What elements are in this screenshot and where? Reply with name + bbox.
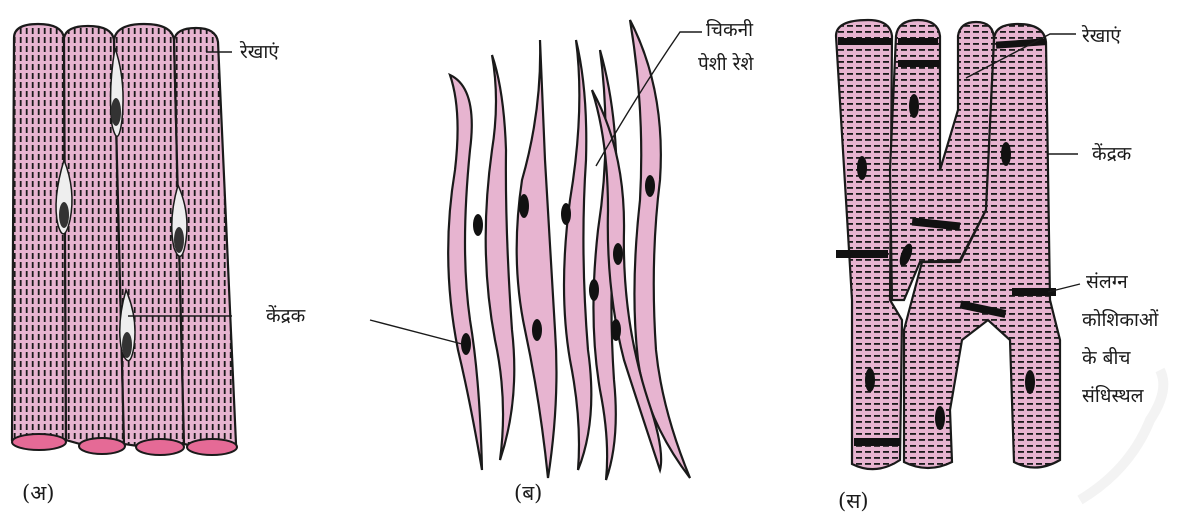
skeletal-fiber-1 xyxy=(12,24,66,445)
intercalated-disc-9 xyxy=(854,438,900,446)
cardiac-nucleus-1 xyxy=(909,94,919,118)
label-striations-c: रेखाएं xyxy=(1082,24,1122,47)
cardiac-muscle-panel: रेखाएं केंद्रक संलग्न कोशिकाओं के बीच सं… xyxy=(836,20,1159,513)
label-junction-line3: के बीच xyxy=(1082,346,1131,369)
smooth-nucleus-7 xyxy=(613,243,623,265)
fiber-end-4 xyxy=(187,439,237,455)
fiber-end-2 xyxy=(79,438,125,454)
smooth-fiber-1 xyxy=(448,75,482,470)
intercalated-disc-5 xyxy=(836,250,888,258)
smooth-nucleus-8 xyxy=(645,175,655,197)
cardiac-nucleus-5 xyxy=(865,368,875,392)
smooth-nucleus-6 xyxy=(589,279,599,301)
fiber-end-3 xyxy=(136,439,184,455)
smooth-fiber-3 xyxy=(517,40,557,478)
caption-a: (अ) xyxy=(22,481,54,505)
label-junction-line1: संलग्न xyxy=(1086,271,1128,293)
cardiac-nucleus-7 xyxy=(1025,370,1035,394)
intercalated-disc-1 xyxy=(838,38,892,45)
label-smooth-line1: चिकनी xyxy=(706,18,754,41)
smooth-nucleus-1 xyxy=(461,333,471,355)
smooth-nucleus-5 xyxy=(561,203,571,225)
smooth-nucleus-4 xyxy=(532,319,542,341)
cardiac-nucleus-2 xyxy=(857,156,867,180)
label-junction-line2: कोशिकाओं xyxy=(1082,308,1159,331)
label-striations-a: रेखाएं xyxy=(240,40,280,63)
label-nucleus-c: केंद्रक xyxy=(1092,142,1132,165)
cardiac-nucleus-6 xyxy=(935,406,945,430)
intercalated-disc-4 xyxy=(898,60,940,67)
smooth-nucleus-9 xyxy=(611,319,621,341)
caption-c: (स) xyxy=(838,489,869,513)
leader-nucleus-b xyxy=(370,320,462,344)
smooth-nucleus-2 xyxy=(473,214,483,236)
smooth-nucleus-3 xyxy=(519,194,529,218)
smooth-fiber-4 xyxy=(564,40,591,470)
smooth-muscle-panel: चिकनी पेशी रेशे (ब) xyxy=(370,18,754,505)
skeletal-muscle-panel: रेखाएं केंद्रक (अ) xyxy=(12,24,306,505)
smooth-fiber-2 xyxy=(486,55,515,460)
label-smooth-line2: पेशी रेशे xyxy=(698,52,754,75)
label-nucleus-a: केंद्रक xyxy=(266,304,306,327)
cardiac-nucleus-3 xyxy=(1001,142,1011,166)
label-junction-line4: संधिस्थल xyxy=(1082,384,1145,407)
intercalated-disc-2 xyxy=(898,38,938,45)
fiber-end-1 xyxy=(12,434,66,450)
caption-b: (ब) xyxy=(514,481,542,505)
